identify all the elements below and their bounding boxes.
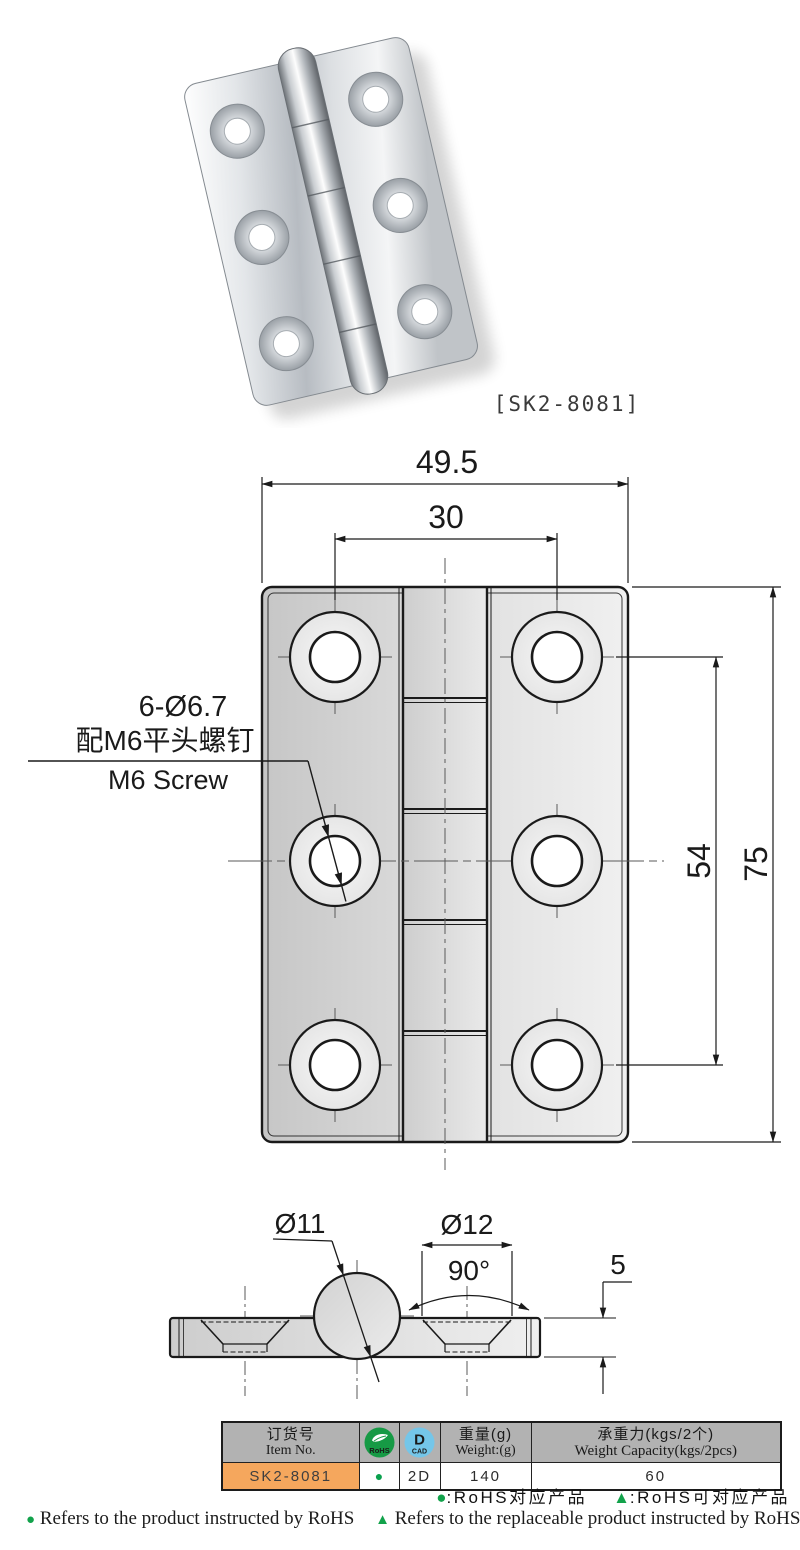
section-countersinks <box>200 1319 512 1353</box>
footer-triangle-text: Refers to the replaceable product instru… <box>394 1508 800 1529</box>
dim-overall-width: 49.5 <box>416 444 478 480</box>
header-weight-en: Weight:(g) <box>455 1443 516 1458</box>
dim-hole-spacing-height: 54 <box>681 843 717 879</box>
header-item-no-cn: 订货号 <box>266 1426 315 1443</box>
callout-screw-en: M6 Screw <box>108 765 229 795</box>
legend-triangle-icon: ▲ <box>613 1488 630 1507</box>
callout-screw-cn: 配M6平头螺钉 <box>76 725 255 756</box>
dim-countersink-angle: 90° <box>448 1255 490 1286</box>
dim-hole-spacing-width: 30 <box>428 499 464 535</box>
page-footer: ● Refers to the product instructed by Ro… <box>26 1508 800 1530</box>
header-capacity-cn: 承重力(kgs/2个) <box>597 1426 715 1443</box>
hinge-barrel <box>277 47 389 395</box>
section-view-drawing: Ø11 Ø12 90° 5 <box>168 1208 632 1402</box>
thickness-dim <box>544 1281 632 1394</box>
legend-dot-icon: ● <box>436 1488 447 1507</box>
barrel-segment-lines <box>291 118 377 334</box>
front-view-drawing: 49.5 30 54 75 6-Ø6.7 配M6平头螺钉 M6 Screw <box>28 444 781 1170</box>
product-code-label: [SK2-8081] <box>493 392 641 416</box>
hinge-photo-group <box>184 37 495 420</box>
front-view-holes <box>288 610 604 1112</box>
cell-weight: 140 <box>439 1462 532 1491</box>
dim-thickness: 5 <box>610 1249 626 1280</box>
header-item-no-en: Item No. <box>265 1443 316 1458</box>
cell-item-no: SK2-8081 <box>221 1462 360 1491</box>
product-photo <box>184 37 495 420</box>
cell-rohs-mark: ● <box>358 1462 400 1491</box>
dim-overall-height: 75 <box>738 846 774 882</box>
rohs-legend: ●:RoHS对应产品 ▲:RoHS可对应产品 <box>436 1483 790 1508</box>
header-cad: D CAD <box>398 1421 441 1463</box>
callout-hole-count: 6-Ø6.7 <box>139 691 228 723</box>
rohs-icon: RoHS <box>364 1427 394 1458</box>
header-weight-cn: 重量(g) <box>458 1426 513 1443</box>
dim-countersink-dia: Ø12 <box>441 1209 494 1240</box>
spec-table-header-row: 订货号 Item No. RoHS D CAD 重量(g) <box>221 1421 782 1463</box>
legend-triangle-text: :RoHS可对应产品 <box>629 1488 790 1507</box>
dimension-lines <box>261 477 781 1143</box>
dim-knuckle-dia: Ø11 <box>275 1208 326 1239</box>
cell-capacity: 60 <box>530 1462 782 1491</box>
header-item-no: 订货号 Item No. <box>221 1421 360 1463</box>
footer-triangle-icon: ▲ <box>375 1511 390 1528</box>
footer-dot-text: Refers to the product instructed by RoHS <box>39 1508 355 1529</box>
spec-table: 订货号 Item No. RoHS D CAD 重量(g) <box>221 1421 782 1491</box>
cad-icon-label: CAD <box>412 1449 427 1456</box>
header-capacity-en: Weight Capacity(kgs/2pcs) <box>574 1443 737 1459</box>
countersunk-holes <box>209 71 453 372</box>
header-rohs: RoHS <box>358 1421 400 1463</box>
cell-cad: 2D <box>398 1462 441 1491</box>
footer-dot-icon: ● <box>26 1511 36 1528</box>
header-weight: 重量(g) Weight:(g) <box>439 1421 532 1463</box>
cad-icon-letter: D <box>414 1432 425 1449</box>
cad-icon: D CAD <box>404 1427 435 1458</box>
countersink-angle-arc <box>408 1294 530 1311</box>
plate-end-edges <box>178 1318 532 1357</box>
legend-dot-text: :RoHS对应产品 <box>446 1488 588 1507</box>
rohs-icon-label: RoHS <box>369 1446 389 1455</box>
header-capacity: 承重力(kgs/2个) Weight Capacity(kgs/2pcs) <box>530 1421 782 1463</box>
hole-callout: 6-Ø6.7 配M6平头螺钉 M6 Screw <box>28 691 347 902</box>
knuckle-dia-leader <box>272 1238 380 1383</box>
spec-table-data-row: SK2-8081 ● 2D 140 60 <box>221 1462 782 1491</box>
